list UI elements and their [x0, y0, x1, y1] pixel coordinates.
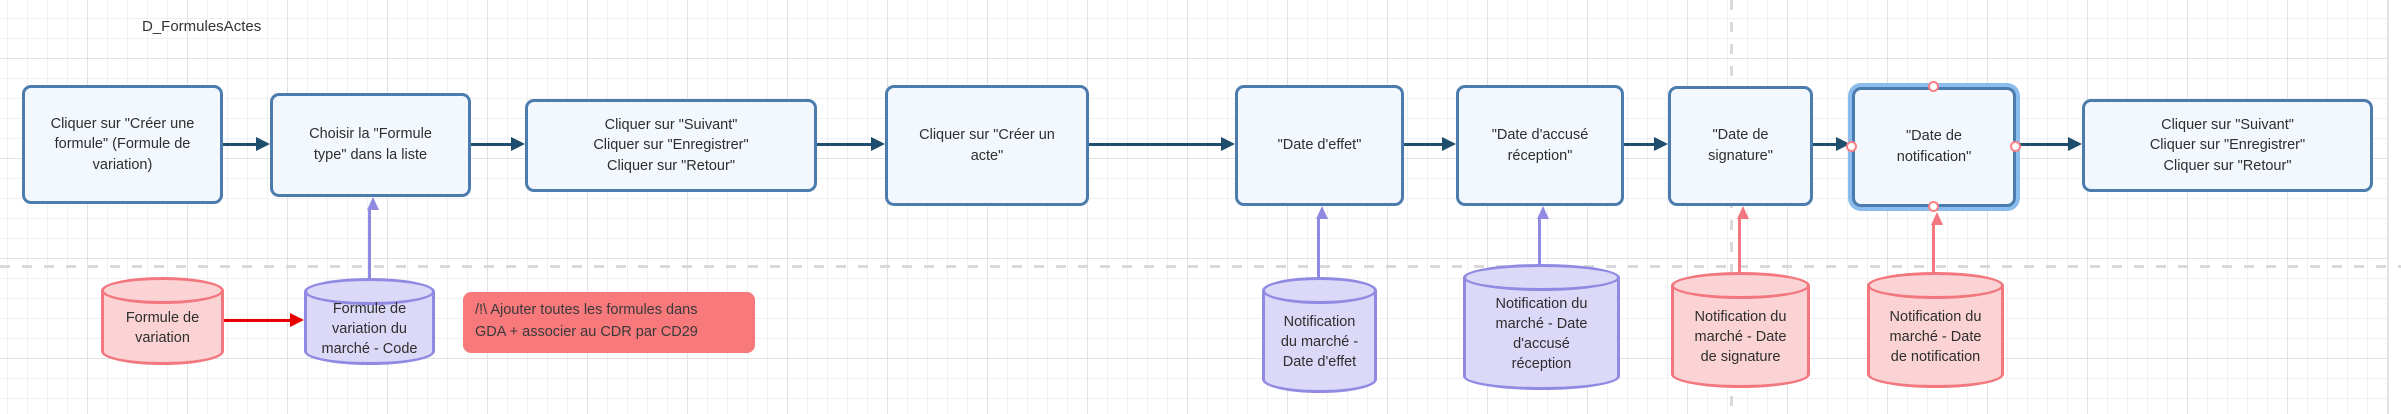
sticky-note-warning[interactable]: /!\ Ajouter toutes les formules dans GDA…	[463, 292, 755, 353]
cylinder-body	[1463, 277, 1620, 390]
flow-node-date-signature[interactable]: "Date de signature"	[1668, 86, 1813, 206]
connector-arrow-4[interactable]	[1089, 137, 1235, 151]
datastore-label: Formule de variation	[125, 310, 200, 346]
datastore-label: Notification du marché - Date d'accusé r…	[1495, 296, 1588, 372]
connector-arrow-up-formule-code[interactable]	[366, 197, 379, 280]
selection-handle-bottom[interactable]	[1928, 201, 1939, 212]
node-label: Cliquer sur "Créer un acte"	[919, 126, 1055, 164]
node-label: "Date de signature"	[1708, 127, 1773, 164]
page-guide-horizontal	[0, 265, 2401, 268]
node-label: "Date de notification"	[1896, 128, 1972, 165]
datastore-label: Notification du marché - Date d'effet	[1280, 314, 1359, 370]
cylinder-body	[1671, 285, 1810, 388]
cylinder-top	[304, 278, 435, 305]
node-label: "Date d'effet"	[1277, 137, 1362, 154]
selection-handle-left[interactable]	[1846, 141, 1857, 152]
datastore-label: Notification du marché - Date de notific…	[1889, 309, 1982, 365]
flow-node-creer-formule[interactable]: Cliquer sur "Créer une formule" (Formule…	[22, 85, 223, 204]
diagram-title[interactable]: D_FormulesActes	[142, 18, 262, 35]
node-label: Cliquer sur "Suivant" Cliquer sur "Enreg…	[2149, 116, 2306, 174]
connector-arrow-6[interactable]	[1624, 137, 1668, 151]
flow-node-suivant-enregistrer-retour-2[interactable]: Cliquer sur "Suivant" Cliquer sur "Enreg…	[2082, 99, 2373, 192]
connector-arrow-up-signature[interactable]	[1736, 206, 1749, 275]
datastore-notification-date-effet[interactable]: Notification du marché - Date d'effet	[1262, 277, 1377, 393]
cylinder-top	[1262, 277, 1377, 304]
selection-handle-top[interactable]	[1928, 81, 1939, 92]
node-label: Cliquer sur "Suivant" Cliquer sur "Enreg…	[593, 116, 749, 174]
flow-node-suivant-enregistrer-retour-1[interactable]: Cliquer sur "Suivant" Cliquer sur "Enreg…	[525, 99, 817, 192]
node-label: "Date d'accusé réception"	[1491, 126, 1589, 164]
datastore-notification-notification[interactable]: Notification du marché - Date de notific…	[1867, 272, 2004, 388]
flow-node-date-effet[interactable]: "Date d'effet"	[1235, 85, 1404, 206]
cylinder-body	[1867, 285, 2004, 388]
connector-arrow-up-notification[interactable]	[1930, 212, 1943, 275]
connector-arrow-up-accuse-reception[interactable]	[1536, 206, 1549, 268]
flow-node-creer-acte[interactable]: Cliquer sur "Créer un acte"	[885, 85, 1089, 206]
cylinder-top	[1671, 272, 1810, 299]
datastore-notification-accuse-reception[interactable]: Notification du marché - Date d'accusé r…	[1463, 264, 1620, 390]
flow-node-choisir-formule-type[interactable]: Choisir la "Formule type" dans la liste	[270, 93, 471, 197]
selection-handle-right[interactable]	[2010, 141, 2021, 152]
connector-arrow-3[interactable]	[817, 137, 885, 151]
connector-arrow-red-formule[interactable]	[224, 313, 304, 327]
datastore-formule-variation[interactable]: Formule de variation	[101, 277, 224, 365]
datastore-label: Notification du marché - Date de signatu…	[1694, 309, 1787, 365]
flow-node-date-notification[interactable]: "Date de notification"	[1852, 87, 2016, 207]
connector-arrow-1[interactable]	[223, 137, 270, 151]
connector-arrow-8[interactable]	[2020, 137, 2082, 151]
cylinder-body	[1262, 290, 1377, 393]
datastore-notification-signature[interactable]: Notification du marché - Date de signatu…	[1671, 272, 1810, 388]
connector-arrow-2[interactable]	[471, 137, 525, 151]
connector-arrow-7[interactable]	[1813, 137, 1850, 151]
cylinder-top	[1867, 272, 2004, 299]
datastore-formule-variation-code[interactable]: Formule de variation du marché - Code	[304, 278, 435, 365]
page-guide-vertical	[1730, 0, 1733, 414]
cylinder-top	[101, 277, 224, 304]
datastore-label: Formule de variation du marché - Code	[321, 300, 418, 357]
node-label: Choisir la "Formule type" dans la liste	[309, 126, 432, 163]
flow-node-date-accuse-reception[interactable]: "Date d'accusé réception"	[1456, 85, 1624, 206]
connector-arrow-up-date-effet[interactable]	[1315, 206, 1328, 280]
connector-arrow-5[interactable]	[1404, 137, 1456, 151]
cylinder-top	[1463, 264, 1620, 291]
node-label: Cliquer sur "Créer une formule" (Formule…	[50, 115, 195, 173]
